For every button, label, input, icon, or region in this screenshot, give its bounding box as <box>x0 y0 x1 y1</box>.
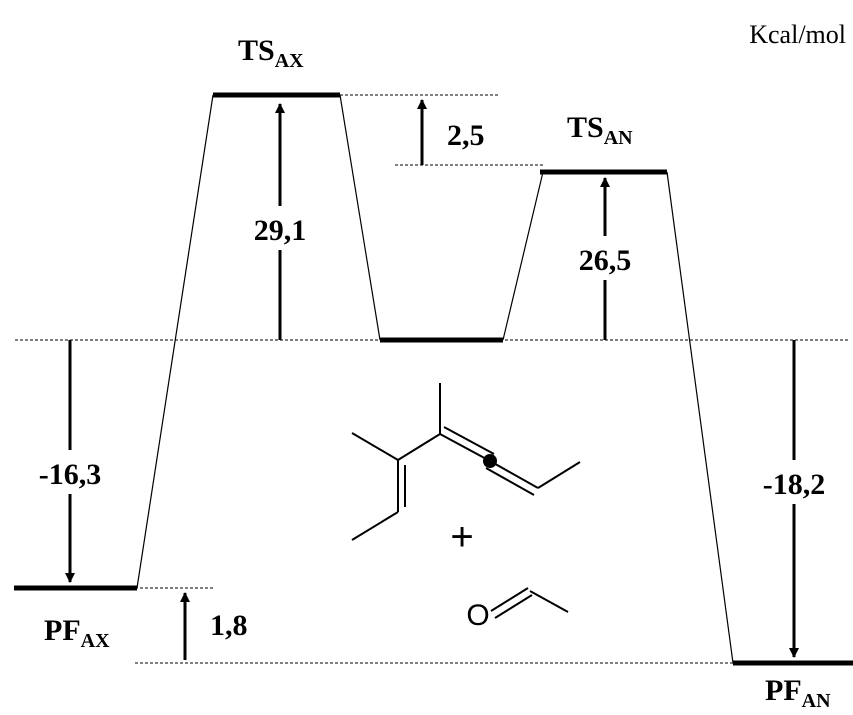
profile-connectors <box>136 94 734 664</box>
value-product-ax: -16,3 <box>39 458 102 491</box>
label-pf-an: PFAN <box>765 674 831 712</box>
value-product-difference: 1,8 <box>210 609 248 642</box>
value-ts-difference: 2,5 <box>447 119 485 152</box>
energy-arrows <box>65 99 799 660</box>
value-barrier-ax: 29,1 <box>254 214 307 247</box>
value-barrier-an: 26,5 <box>579 244 632 277</box>
value-product-an: -18,2 <box>763 468 826 501</box>
label-backgrounds <box>25 206 853 504</box>
label-ts-an: TSAN <box>567 111 633 149</box>
diene-radical-structure <box>351 383 581 541</box>
plus-sign: + <box>450 515 473 559</box>
label-ts-ax: TSAX <box>238 34 304 72</box>
energy-levels <box>14 92 853 666</box>
connector-reactant-to-ts-an <box>502 171 544 341</box>
oxygen-atom-label: O <box>466 599 489 632</box>
unit-label: Kcal/mol <box>749 20 846 49</box>
radical-dot <box>483 454 497 468</box>
connector-ts-an-to-pf-an <box>666 171 734 664</box>
connector-ts-ax-to-reactant <box>339 94 381 341</box>
reference-lines <box>15 94 850 664</box>
label-pf-ax: PFAX <box>44 614 110 652</box>
connector-pf-ax-to-ts-ax <box>136 94 214 589</box>
acetaldehyde-structure <box>490 587 569 619</box>
